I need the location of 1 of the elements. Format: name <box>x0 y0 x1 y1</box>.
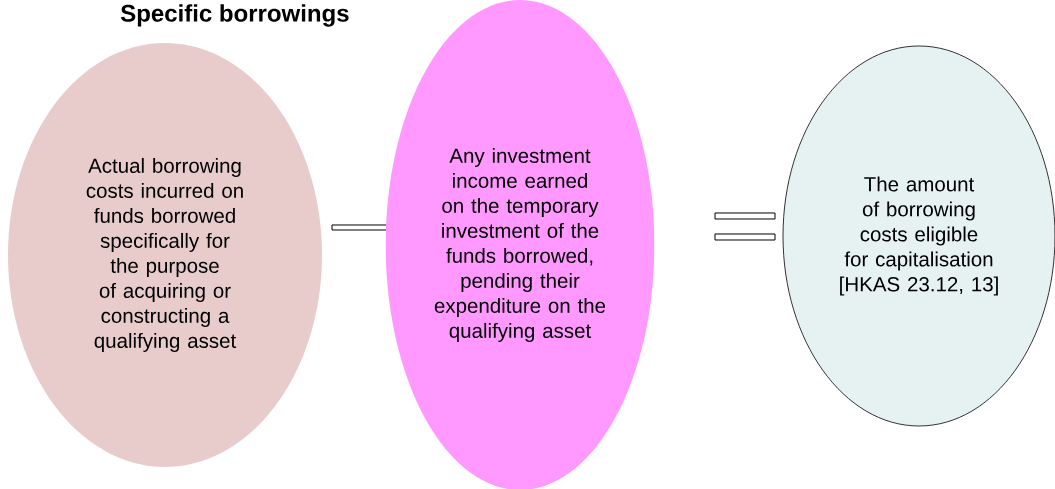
title: Specific borrowings <box>120 4 349 27</box>
